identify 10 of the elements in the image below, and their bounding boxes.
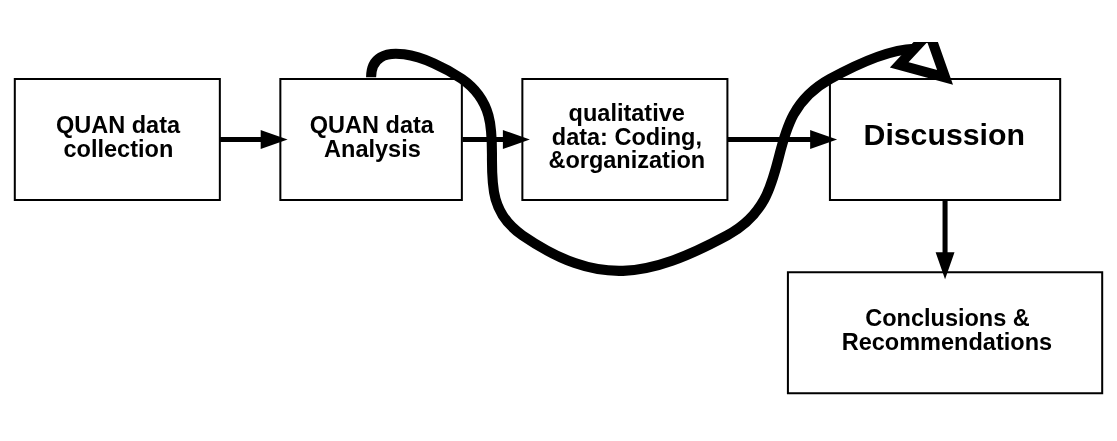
node-box: Discussion xyxy=(828,77,1062,201)
node-box: QUAN data collection xyxy=(13,77,221,201)
arrow xyxy=(220,129,288,149)
node-box: Conclusions & Recommendations xyxy=(786,270,1104,394)
arrow xyxy=(462,129,530,149)
node-box: QUAN data Analysis xyxy=(279,77,463,201)
arrow xyxy=(366,41,953,276)
node-box: qualitative data: Coding, &organization xyxy=(521,77,729,201)
arrow xyxy=(727,129,838,149)
arrow xyxy=(935,199,955,279)
